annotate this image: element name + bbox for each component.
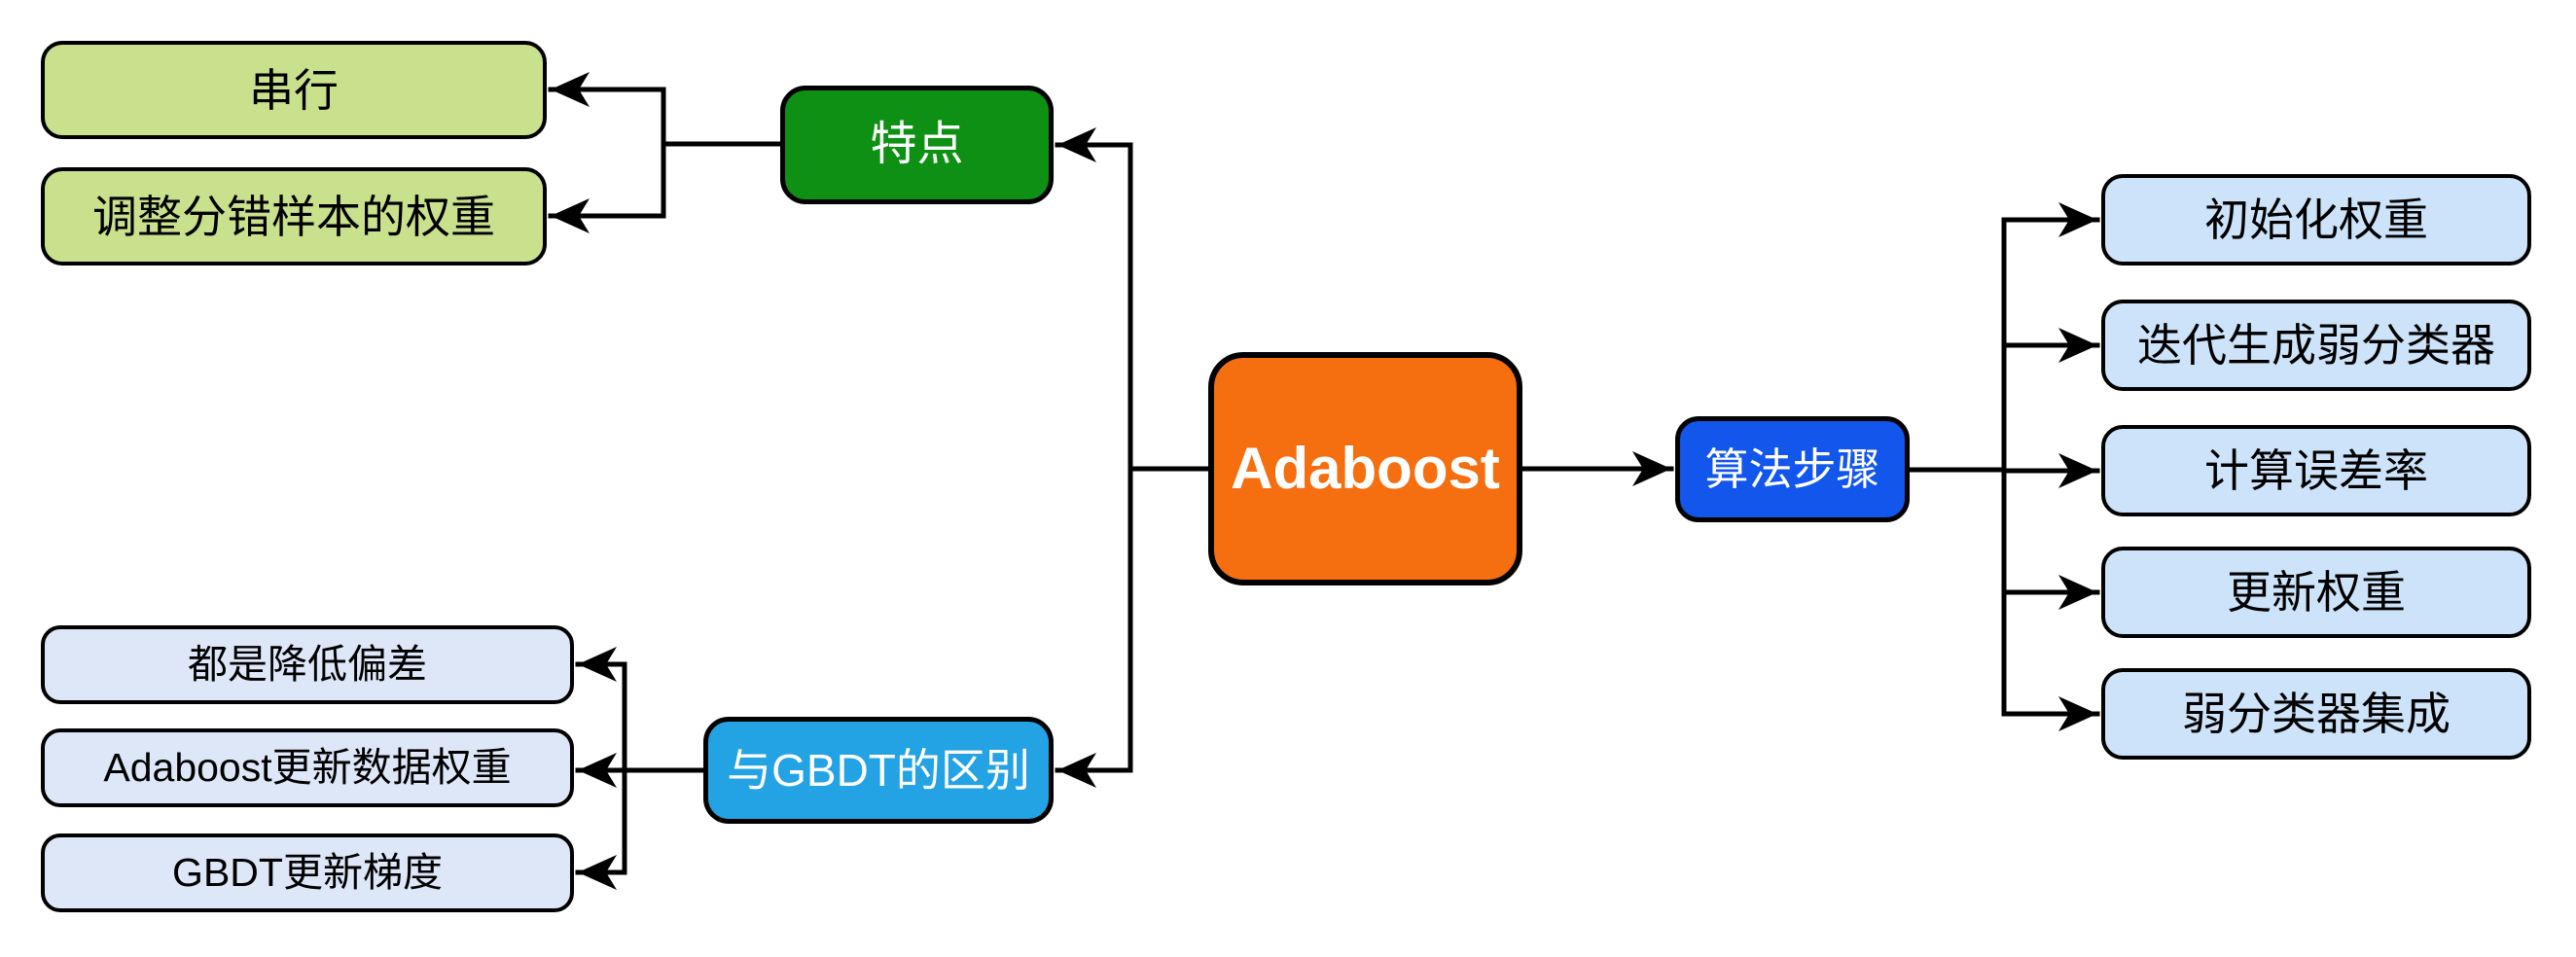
node-features-branch[interactable]: 特点 (780, 86, 1054, 204)
node-iterate-weak-classifiers[interactable]: 迭代生成弱分类器 (2101, 300, 2531, 391)
node-adjust-misclassified-weights[interactable]: 调整分错样本的权重 (41, 167, 547, 266)
node-gbdt-difference-branch[interactable]: 与GBDT的区别 (703, 717, 1054, 824)
node-weak-classifier-ensemble[interactable]: 弱分类器集成 (2101, 668, 2531, 760)
node-update-weights[interactable]: 更新权重 (2101, 547, 2531, 638)
node-both-reduce-bias[interactable]: 都是降低偏差 (41, 625, 574, 704)
node-gbdt-updates-gradient[interactable]: GBDT更新梯度 (41, 833, 574, 912)
node-algorithm-steps-branch[interactable]: 算法步骤 (1675, 416, 1910, 522)
node-adaboost-updates-data-weights[interactable]: Adaboost更新数据权重 (41, 728, 574, 807)
node-compute-error-rate[interactable]: 计算误差率 (2101, 425, 2531, 516)
node-root-adaboost[interactable]: Adaboost (1208, 352, 1522, 585)
node-serial[interactable]: 串行 (41, 41, 547, 139)
node-initialize-weights[interactable]: 初始化权重 (2101, 174, 2531, 266)
